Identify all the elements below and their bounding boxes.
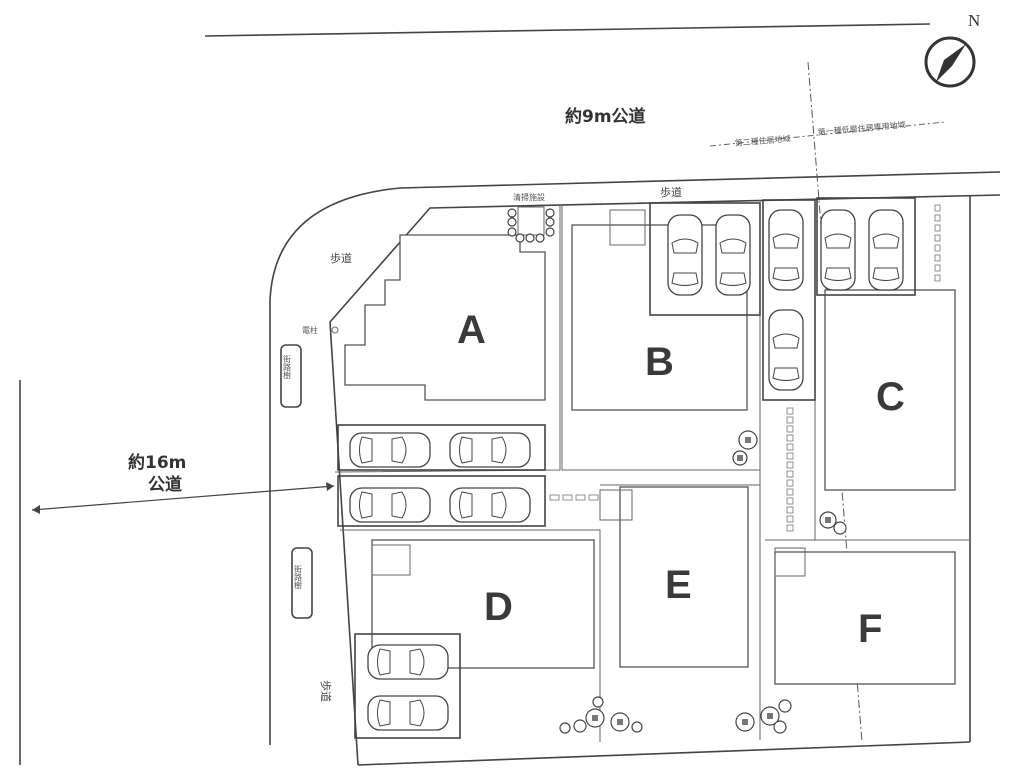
lot-b-label: B — [645, 340, 674, 384]
tree-icon — [507, 208, 517, 218]
utility-pole-label: 電柱 — [302, 325, 318, 335]
car-icon — [349, 487, 431, 523]
car-icon — [768, 309, 804, 391]
tree-icon — [535, 233, 545, 243]
building-c — [824, 289, 956, 491]
building-e — [619, 486, 749, 668]
building-d — [371, 539, 595, 669]
lot-e-label: E — [665, 563, 692, 607]
tree-icon — [773, 720, 787, 734]
zoning-arrow — [709, 121, 946, 147]
car-icon — [349, 432, 431, 468]
car-icon — [667, 214, 703, 296]
zoning-right-label: 第一種低層住居専用地域 — [817, 119, 906, 137]
street-tree-label: 街路樹 — [294, 564, 303, 590]
sidewalk-outer-edge — [269, 171, 1001, 745]
tree-icon — [778, 699, 792, 713]
lot-d-label: D — [484, 585, 513, 629]
tree-icon — [833, 521, 847, 535]
entrance-f — [774, 547, 806, 577]
parking-areas — [337, 197, 916, 739]
car-icon — [820, 209, 856, 291]
street-tree-box — [291, 547, 313, 619]
cars — [349, 209, 904, 731]
building-a — [344, 234, 546, 401]
tree-icon — [559, 722, 571, 734]
street-tree-label: 街路樹 — [283, 354, 292, 380]
sidewalk-label: 歩道 — [660, 185, 682, 199]
west-road-label-1: 約16m — [128, 452, 186, 473]
trees — [507, 208, 847, 734]
tree-icon — [631, 721, 643, 733]
north-road-edge — [204, 23, 931, 37]
compass-north-label: N — [968, 11, 980, 30]
site-boundary-outer — [329, 194, 1001, 766]
entrance-b — [609, 209, 646, 246]
tree-icon — [545, 227, 555, 237]
car-icon — [449, 432, 531, 468]
walkway-tiles — [549, 204, 941, 532]
lot-a-label: A — [457, 308, 486, 352]
sidewalk-label: 歩道 — [330, 251, 352, 265]
tree-icon — [573, 719, 587, 733]
tree-icon — [507, 227, 517, 237]
tree-icon — [525, 233, 535, 243]
car-icon — [715, 214, 751, 296]
sidewalk-label: 歩道 — [319, 680, 333, 702]
tree-icon — [592, 696, 604, 708]
lot-f-label: F — [858, 607, 882, 651]
site-boundary-south — [357, 741, 971, 766]
tree-icon — [545, 208, 555, 218]
car-icon — [367, 644, 449, 680]
north-road-label: 約9m公道 — [565, 106, 646, 127]
street-tree-box — [280, 344, 302, 408]
car-icon — [449, 487, 531, 523]
road-width-arrow — [31, 482, 335, 514]
compass-icon — [924, 36, 976, 88]
car-icon — [367, 695, 449, 731]
zoning-left-label: 第二種住居地域 — [734, 133, 791, 148]
entrance-d — [371, 544, 411, 576]
cleaning-facility — [517, 206, 545, 236]
car-icon — [768, 209, 804, 291]
car-icon — [868, 209, 904, 291]
cleaning-facility-label: 清掃施設 — [513, 192, 545, 202]
utility-pole-icon — [331, 326, 339, 334]
tree-icon — [515, 233, 525, 243]
tree-icon — [507, 217, 517, 227]
west-road-label-2: 公道 — [148, 474, 182, 495]
tree-icon — [545, 217, 555, 227]
entrance-e — [599, 489, 633, 521]
lot-c-label: C — [876, 375, 905, 419]
